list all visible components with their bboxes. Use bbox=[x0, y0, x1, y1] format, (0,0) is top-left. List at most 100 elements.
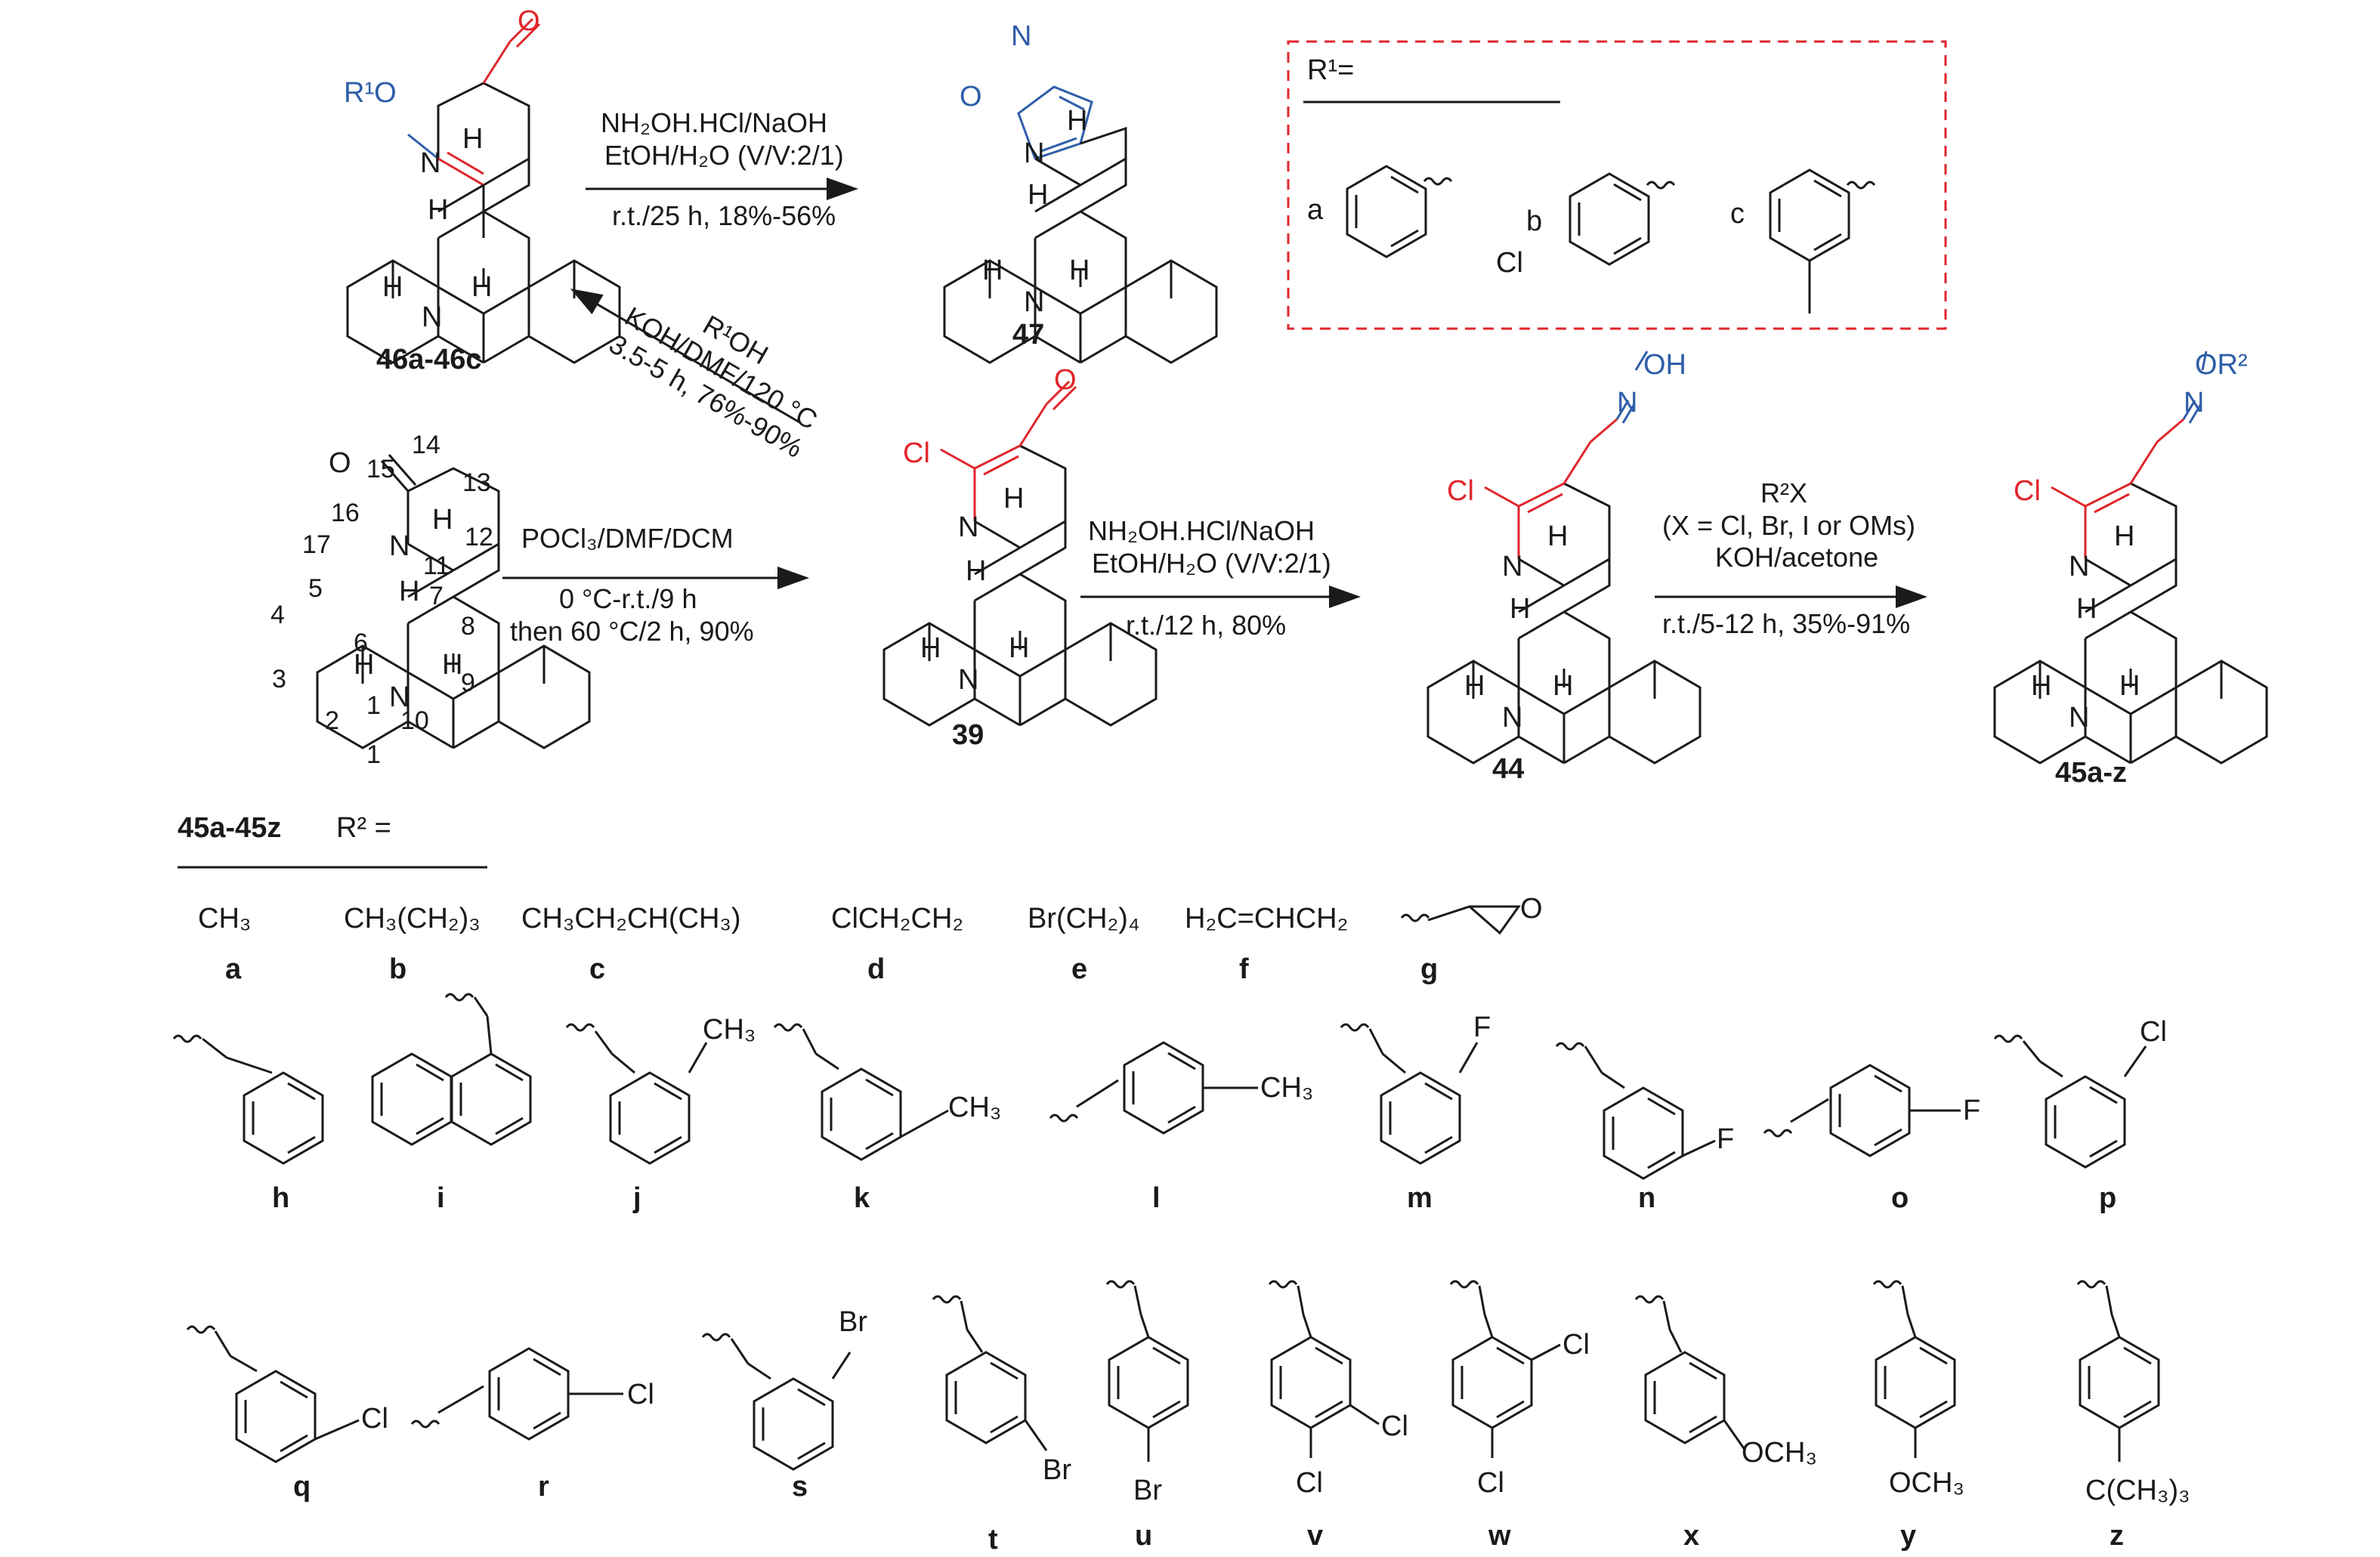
atom-h-44a: H bbox=[1547, 521, 1568, 552]
atom-cl-44: Cl bbox=[1447, 475, 1474, 507]
atom-o-matrine: O bbox=[329, 447, 351, 479]
r2-sub-z: C(CH₃)₃ bbox=[2085, 1475, 2190, 1506]
r1-sub-b: Cl bbox=[1496, 247, 1523, 279]
cond-39-line1: POCl₃/DMF/DCM bbox=[521, 523, 734, 554]
cond-47-line3: r.t./25 h, 18%-56% bbox=[612, 200, 836, 231]
atom-n-39: N bbox=[958, 511, 978, 543]
compound-44 bbox=[1426, 351, 1702, 765]
atom-n-44-oxime: N bbox=[1617, 387, 1637, 419]
r2-letter-k: k bbox=[854, 1182, 870, 1214]
num-4: 4 bbox=[270, 601, 285, 629]
num-17: 17 bbox=[302, 530, 331, 559]
r1-title: R¹= bbox=[1307, 54, 1354, 86]
r2-letter-t: t bbox=[988, 1524, 998, 1555]
arrow-to-46 bbox=[570, 288, 802, 425]
r2-letter-m: m bbox=[1407, 1182, 1433, 1214]
num-2: 2 bbox=[325, 706, 339, 735]
atom-n-47c: N bbox=[1024, 286, 1044, 318]
num-1b: 1 bbox=[366, 740, 381, 769]
atom-n-44: N bbox=[1502, 551, 1522, 582]
atom-h-matrine-d: H bbox=[442, 649, 462, 681]
cond-44-line1: NH₂OH.HCl/NaOH bbox=[1088, 515, 1315, 546]
num-9: 9 bbox=[461, 669, 475, 697]
r2-sub-u: Br bbox=[1133, 1475, 1162, 1506]
cond-45-line4: r.t./5-12 h, 35%-91% bbox=[1662, 608, 1910, 639]
atom-oh-44: OH bbox=[1643, 349, 1686, 381]
r2-formula-b: CH₃(CH₂)₃ bbox=[344, 903, 481, 935]
cond-47-line1: NH₂OH.HCl/NaOH bbox=[601, 107, 827, 138]
r2-letter-u: u bbox=[1135, 1520, 1152, 1552]
r2-letter-s: s bbox=[792, 1471, 808, 1503]
atom-h-47a: H bbox=[1067, 105, 1087, 137]
num-16: 16 bbox=[331, 499, 360, 527]
num-11: 11 bbox=[423, 551, 450, 580]
r2-letter-v: v bbox=[1307, 1520, 1323, 1552]
num-14: 14 bbox=[412, 431, 440, 459]
compound-label-45: 45a-z bbox=[2055, 757, 2127, 789]
atom-o-39: O bbox=[1054, 364, 1077, 396]
compound-label-47: 47 bbox=[1012, 319, 1044, 351]
r2-sub-x: OCH₃ bbox=[1742, 1437, 1817, 1469]
r2-letter-c: c bbox=[589, 953, 605, 985]
num-1a: 1 bbox=[366, 691, 381, 720]
r2-letter-g: g bbox=[1420, 953, 1438, 985]
atom-o-46: O bbox=[518, 5, 540, 37]
cond-39-line2: 0 °C-r.t./9 h bbox=[559, 583, 697, 614]
r2-letter-o: o bbox=[1891, 1182, 1909, 1214]
atom-n-45: N bbox=[2069, 551, 2089, 582]
atom-n-matrine-b: N bbox=[389, 681, 410, 713]
atom-cl-45: Cl bbox=[2014, 475, 2041, 507]
num-13: 13 bbox=[462, 468, 491, 497]
r2-sub-v2: Cl bbox=[1296, 1467, 1323, 1499]
r1-item-c: c bbox=[1730, 168, 1876, 314]
atom-n-44b: N bbox=[1502, 702, 1522, 734]
atom-h-47b: H bbox=[1028, 179, 1048, 211]
r2-letter-r: r bbox=[538, 1471, 549, 1503]
atom-r1o: R¹O bbox=[344, 77, 397, 109]
atom-h-39b: H bbox=[966, 555, 986, 587]
r2-sub-q: Cl bbox=[361, 1403, 388, 1435]
atom-h-45b: H bbox=[2076, 593, 2097, 625]
num-3: 3 bbox=[272, 665, 286, 694]
r2-sub-l: CH₃ bbox=[1260, 1072, 1313, 1104]
r2-formula-c: CH₃CH₂CH(CH₃) bbox=[521, 903, 741, 935]
r2-letter-f: f bbox=[1239, 953, 1249, 985]
r2-sub-v1: Cl bbox=[1381, 1410, 1408, 1442]
r2-letter-e: e bbox=[1071, 953, 1087, 985]
atom-o-47: O bbox=[960, 81, 982, 113]
r2-letter-y: y bbox=[1900, 1520, 1916, 1552]
num-15: 15 bbox=[366, 455, 395, 483]
r2-letter-z: z bbox=[2110, 1520, 2124, 1552]
r2-sub-j: CH₃ bbox=[703, 1014, 756, 1046]
cond-39-line3: then 60 °C/2 h, 90% bbox=[510, 616, 754, 647]
r2-formula-d: ClCH₂CH₂ bbox=[831, 903, 963, 935]
compound-label-44: 44 bbox=[1492, 753, 1524, 785]
num-5: 5 bbox=[308, 574, 323, 603]
atom-n-47b: N bbox=[1024, 137, 1044, 169]
r2-sub-w2: Cl bbox=[1477, 1467, 1504, 1499]
atom-numbering: 15 14 13 16 12 17 11 5 7 4 8 6 3 9 1 2 1… bbox=[270, 431, 493, 769]
r2-letter-j: j bbox=[632, 1182, 641, 1214]
atom-h-45a: H bbox=[2114, 521, 2134, 552]
r2-header-r: R² = bbox=[336, 812, 391, 844]
atom-h-46a: H bbox=[462, 123, 483, 155]
atom-h-matrine-b: H bbox=[399, 576, 419, 607]
compound-matrine bbox=[316, 454, 591, 749]
compound-label-39: 39 bbox=[952, 719, 984, 751]
r2-alkyl-row: CH₃ a CH₃(CH₂)₃ b CH₃CH₂CH(CH₃) c ClCH₂C… bbox=[198, 893, 1543, 985]
r2-formula-f: H₂C=CHCH₂ bbox=[1185, 903, 1348, 935]
r2-letter-h: h bbox=[272, 1182, 289, 1214]
r2-sub-p: Cl bbox=[2140, 1016, 2167, 1048]
r2-sub-o: F bbox=[1963, 1095, 1980, 1126]
compound-46 bbox=[346, 17, 621, 364]
r2-sub-n: F bbox=[1717, 1123, 1734, 1155]
r2-letter-q: q bbox=[293, 1471, 311, 1503]
atom-h-44c: H bbox=[1464, 670, 1485, 702]
r2-sub-k: CH₃ bbox=[948, 1092, 1001, 1123]
atom-n-47: N bbox=[1011, 20, 1031, 52]
r2-formula-a: CH₃ bbox=[198, 903, 251, 935]
atom-h-39c: H bbox=[920, 632, 941, 664]
r2-sub-t: Br bbox=[1043, 1454, 1071, 1486]
r2-letter-n: n bbox=[1638, 1182, 1655, 1214]
